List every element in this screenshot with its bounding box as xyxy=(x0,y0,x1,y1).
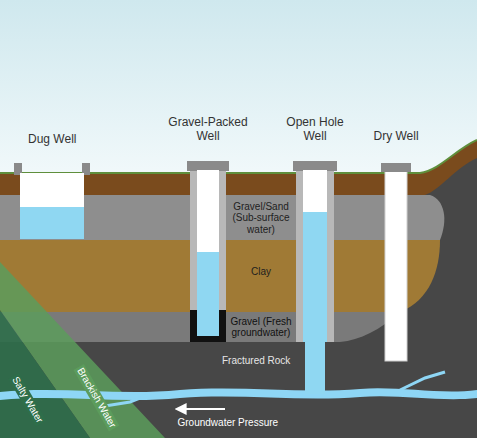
well-label: Dug Well xyxy=(28,133,76,147)
zone-label: Brackish Water xyxy=(73,364,119,432)
well-water xyxy=(20,207,84,239)
rock-fracture xyxy=(400,372,445,390)
fractured-rock xyxy=(0,140,477,438)
gravel-pack xyxy=(190,310,226,342)
layer-label: Gravel/Sand (Sub-surface water) xyxy=(228,201,294,236)
well-water xyxy=(197,252,219,312)
well-shaft xyxy=(197,170,219,312)
groundwater-channel xyxy=(0,388,477,400)
well-label: Gravel-Packed Well xyxy=(162,116,254,144)
well-water xyxy=(303,212,327,342)
brackish-water-zone xyxy=(0,262,165,438)
layer-label: Fractured Rock xyxy=(222,355,290,367)
well-water xyxy=(197,310,219,336)
open-hole xyxy=(305,340,325,394)
rock-fracture xyxy=(105,394,150,406)
layer-label: Gravel (Fresh groundwater) xyxy=(228,316,294,339)
flow-label: Groundwater Pressure xyxy=(178,417,279,429)
well-label: Dry Well xyxy=(374,130,419,144)
layer-label: Clay xyxy=(251,266,271,278)
well-cap xyxy=(381,163,411,172)
well-cap xyxy=(293,161,337,171)
well-cap xyxy=(187,161,229,171)
dug-well-shaft xyxy=(20,173,84,239)
well-casing xyxy=(190,170,226,312)
pressure-arrow xyxy=(177,408,225,410)
well-casing xyxy=(296,170,334,342)
sky xyxy=(0,0,477,200)
dry-well-shaft xyxy=(385,171,407,361)
well-label: Open Hole Well xyxy=(284,116,346,144)
well-shaft xyxy=(303,170,327,342)
zone-label: Salty Water xyxy=(8,373,46,427)
